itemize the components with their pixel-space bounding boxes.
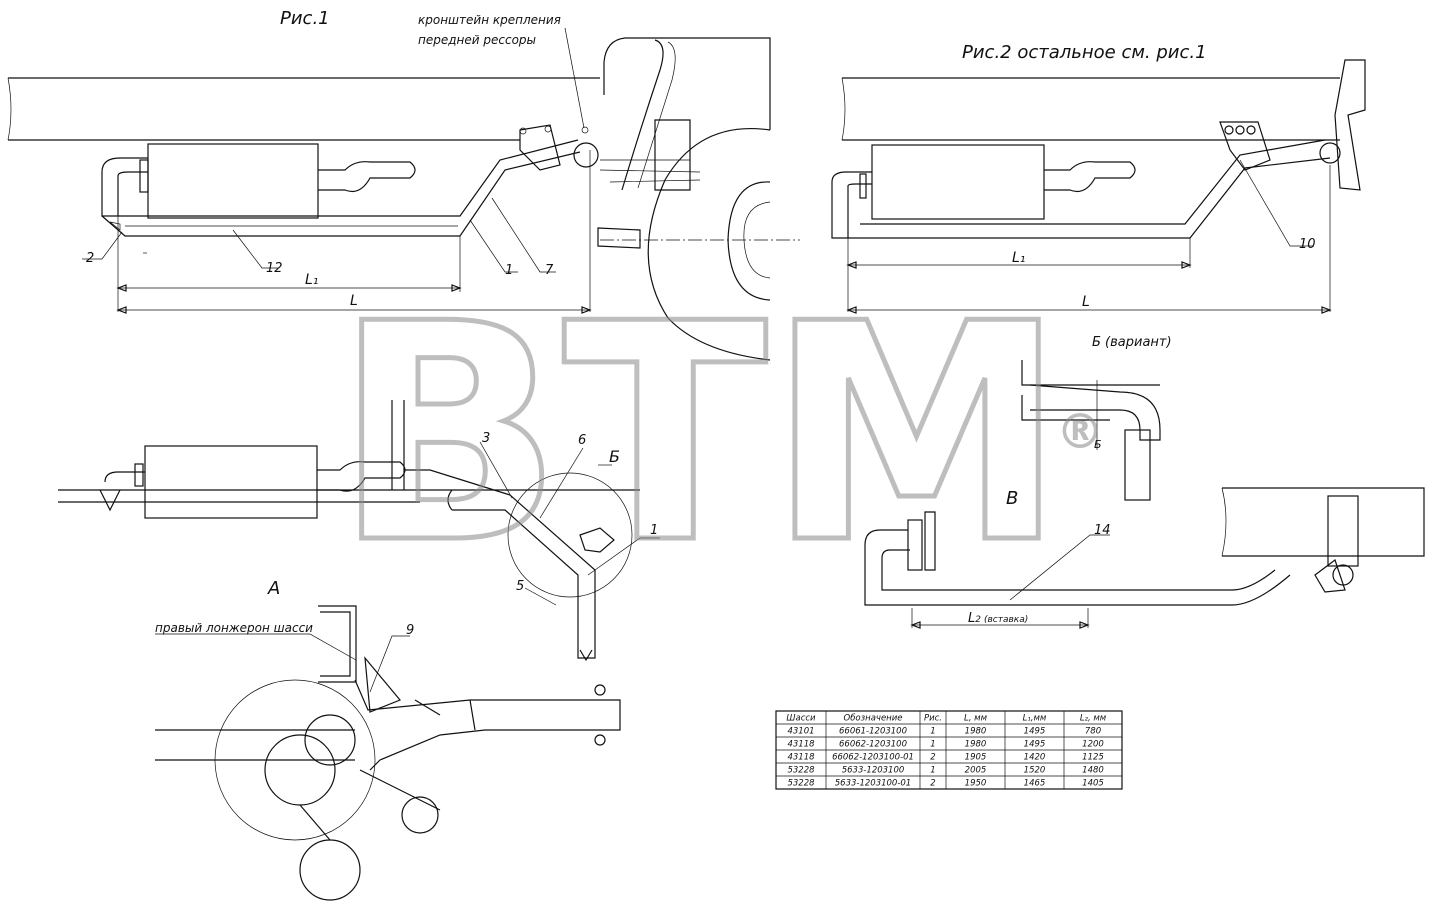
spec-table-cell: 1125 bbox=[1082, 753, 1104, 763]
spec-table-cell: 1 bbox=[930, 727, 935, 737]
spec-table-cell: 1495 bbox=[1024, 727, 1046, 737]
spec-table-cell: 1905 bbox=[965, 753, 987, 763]
spec-table-cell: 1980 bbox=[965, 740, 987, 750]
b-small-label: Б bbox=[1094, 438, 1102, 451]
spec-table-header: L, мм bbox=[964, 714, 988, 724]
callout-5: 5 bbox=[516, 579, 524, 594]
spec-table-header: Обозначение bbox=[844, 714, 903, 724]
spec-table-cell: 780 bbox=[1085, 727, 1101, 737]
spec-table-cell: 2 bbox=[930, 779, 935, 789]
callout-10: 10 bbox=[1299, 237, 1316, 252]
spec-table-header: L₁,мм bbox=[1023, 714, 1047, 724]
spec-table-cell: 1200 bbox=[1082, 740, 1104, 750]
spec-table-cell: 66061-1203100 bbox=[839, 727, 907, 737]
spec-table-cell: 1480 bbox=[1082, 766, 1104, 776]
view-b-mark: Б bbox=[609, 447, 620, 466]
fig1-title: Рис.1 bbox=[280, 8, 330, 29]
callout-1b: 1 bbox=[650, 523, 658, 538]
callout-6: 6 bbox=[578, 433, 586, 448]
view-a bbox=[155, 605, 621, 901]
spec-table-cell: 1950 bbox=[965, 779, 987, 789]
callout-9: 9 bbox=[406, 623, 414, 638]
callout-2: 2 bbox=[86, 251, 94, 266]
fig2-view bbox=[831, 59, 1366, 314]
spec-table-cell: 1405 bbox=[1082, 779, 1104, 789]
callout-1: 1 bbox=[505, 263, 513, 278]
watermark-registered: ® bbox=[1056, 404, 1104, 460]
btm-watermark: BTM ® bbox=[332, 258, 1104, 612]
spec-table-cell: 1465 bbox=[1024, 779, 1046, 789]
drawing-labels: Рис.1 кронштейн крепления передней рессо… bbox=[86, 8, 1316, 638]
spec-table-header: Шасси bbox=[786, 714, 816, 724]
spec-table-cell: 2 bbox=[930, 753, 935, 763]
spec-table-cell: 43101 bbox=[787, 727, 814, 737]
spec-table-cell: 1 bbox=[930, 766, 935, 776]
bracket-note-line2: передней рессоры bbox=[418, 33, 536, 47]
spec-table-cell: 5633-1203100-01 bbox=[835, 779, 911, 789]
callout-7: 7 bbox=[545, 263, 554, 278]
dim-l1-fig2: L₁ bbox=[1012, 250, 1025, 266]
spec-table-cell: 43118 bbox=[787, 753, 815, 763]
spec-table-cell: 5633-1203100 bbox=[842, 766, 905, 776]
dim-l2: L2(вставка) bbox=[968, 611, 1028, 626]
spec-table-cell: 2005 bbox=[965, 766, 987, 776]
view-v-label: В bbox=[1006, 488, 1018, 509]
spec-table-cell: 1495 bbox=[1024, 740, 1046, 750]
callout-3: 3 bbox=[482, 431, 490, 446]
variant-b-label: Б (вариант) bbox=[1092, 335, 1172, 350]
middle-top-view bbox=[58, 400, 660, 662]
spar-note: правый лонжерон шасси bbox=[155, 621, 313, 635]
callout-12: 12 bbox=[266, 261, 283, 276]
fig1-view bbox=[7, 27, 800, 361]
dim-l1-fig1: L₁ bbox=[305, 272, 318, 288]
watermark-text: BTM bbox=[334, 260, 1066, 609]
spec-table-cell: 1520 bbox=[1024, 766, 1046, 776]
dim-l-fig1: L bbox=[350, 293, 358, 309]
spec-table-header: L₂, мм bbox=[1080, 714, 1107, 724]
view-v bbox=[864, 487, 1425, 629]
spec-table-cell: 53228 bbox=[787, 779, 815, 789]
spec-table-header: Рис. bbox=[924, 714, 942, 724]
spec-table-cell: 1 bbox=[930, 740, 935, 750]
spec-table-cell: 1980 bbox=[965, 727, 987, 737]
spec-table-cell: 43118 bbox=[787, 740, 815, 750]
callout-14: 14 bbox=[1094, 523, 1111, 538]
fig2-title: Рис.2 остальное см. рис.1 bbox=[962, 42, 1207, 63]
spec-table-cell: 66062-1203100-01 bbox=[832, 753, 914, 763]
spec-table-cell: 66062-1203100 bbox=[839, 740, 907, 750]
spec-table-cell: 1420 bbox=[1024, 753, 1046, 763]
bracket-note-line1: кронштейн крепления bbox=[418, 13, 561, 27]
variant-b-view bbox=[1021, 360, 1161, 501]
spec-table: Шасси Обозначение Рис. L, мм L₁,мм L₂, мм 4310… bbox=[775, 710, 1123, 790]
dim-l-fig2: L bbox=[1082, 294, 1090, 310]
spec-table-cell: 53228 bbox=[787, 766, 815, 776]
view-a-label: А bbox=[267, 578, 280, 599]
